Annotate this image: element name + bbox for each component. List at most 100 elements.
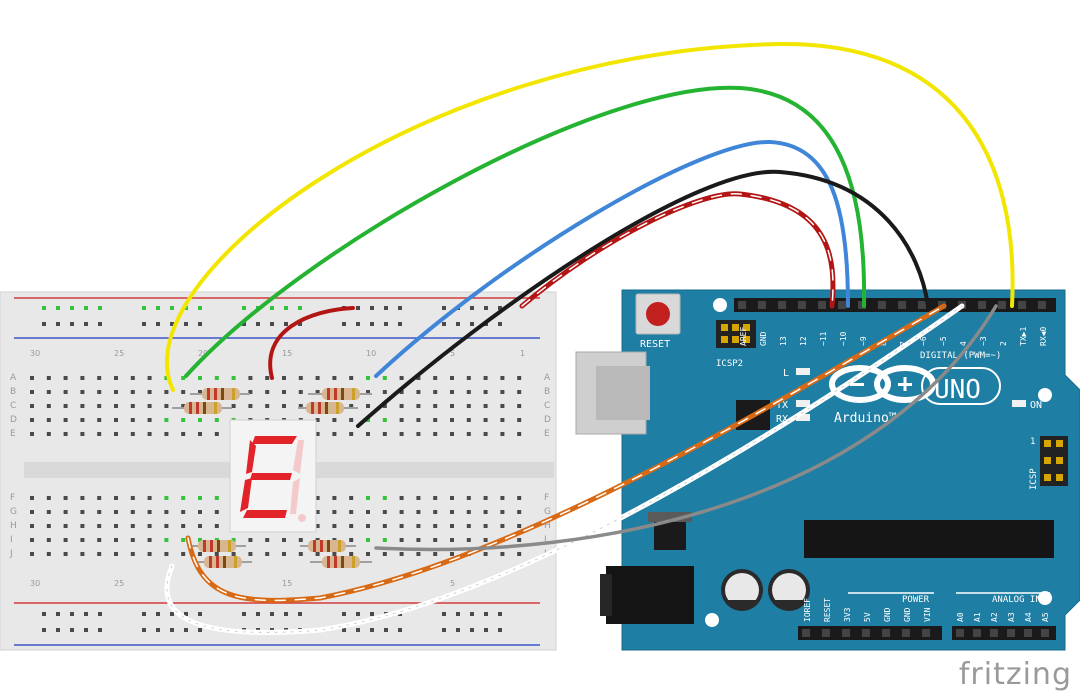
header-socket[interactable] <box>802 629 810 637</box>
breadboard-hole <box>399 418 404 422</box>
wire-red-external-stripe <box>521 193 834 307</box>
header-socket[interactable] <box>838 301 846 309</box>
breadboard-hole <box>500 432 505 436</box>
rail-hole <box>356 322 360 326</box>
breadboard-hole <box>483 376 488 380</box>
header-socket[interactable] <box>978 301 986 309</box>
header-socket[interactable] <box>858 301 866 309</box>
rail-hole <box>470 306 474 310</box>
breadboard-hole <box>399 390 404 394</box>
pin-label: GND <box>759 331 768 346</box>
header-socket[interactable] <box>990 629 998 637</box>
resistors <box>172 388 372 568</box>
breadboard-hole <box>433 376 438 380</box>
breadboard-hole <box>466 524 471 528</box>
header-socket[interactable] <box>818 301 826 309</box>
header-socket[interactable] <box>882 629 890 637</box>
mounting-hole <box>1038 591 1052 605</box>
row-letter: I <box>10 535 13 545</box>
rail-hole <box>484 612 488 616</box>
rail-hole <box>370 322 374 326</box>
icsp-label: ICSP <box>1029 468 1039 490</box>
breadboard-hole <box>433 496 438 500</box>
rail-hole <box>156 628 160 632</box>
rail-hole <box>84 306 88 310</box>
header-socket[interactable] <box>918 301 926 309</box>
breadboard-hole <box>30 418 34 422</box>
breadboard-hole <box>30 510 34 514</box>
rail-hole <box>384 306 388 310</box>
header-socket[interactable] <box>1038 301 1046 309</box>
header-socket[interactable] <box>822 629 830 637</box>
breadboard-hole <box>80 524 85 528</box>
breadboard-hole <box>450 524 454 528</box>
header-socket[interactable] <box>1041 629 1049 637</box>
header-socket[interactable] <box>862 629 870 637</box>
resistor-bottom-left-2 <box>198 556 252 568</box>
header-socket[interactable] <box>956 629 964 637</box>
header-socket[interactable] <box>902 629 910 637</box>
breadboard-hole <box>298 376 303 380</box>
header-socket[interactable] <box>738 301 746 309</box>
breadboard-hole <box>366 418 370 422</box>
breadboard-hole <box>433 552 438 556</box>
breadboard-hole <box>483 510 488 514</box>
breadboard-hole <box>315 510 320 514</box>
breadboard-hole <box>147 390 152 394</box>
breadboard-hole <box>248 376 253 380</box>
rail-hole <box>156 322 160 326</box>
header-socket[interactable] <box>1007 629 1015 637</box>
breadboard-hole <box>517 552 522 556</box>
breadboard-hole <box>164 432 169 436</box>
header-socket[interactable] <box>1024 629 1032 637</box>
rail-hole <box>342 628 346 632</box>
breadboard-hole <box>466 538 471 542</box>
rail-hole <box>298 612 302 616</box>
rail-hole <box>198 322 202 326</box>
rail-hole <box>384 322 388 326</box>
breadboard-hole <box>130 552 135 556</box>
breadboard-hole <box>298 390 303 394</box>
breadboard-hole <box>366 376 370 380</box>
segment-a <box>252 436 297 444</box>
breadboard-hole <box>130 510 135 514</box>
breadboard-hole <box>80 496 85 500</box>
breadboard-hole <box>30 538 34 542</box>
header-socket[interactable] <box>842 629 850 637</box>
row-letter: I <box>544 535 547 545</box>
breadboard-hole <box>298 552 303 556</box>
breadboard-hole <box>433 510 438 514</box>
pin-label: A4 <box>1024 612 1033 622</box>
breadboard-hole <box>399 510 404 514</box>
header-socket[interactable] <box>878 301 886 309</box>
header-socket[interactable] <box>1018 301 1026 309</box>
breadboard-hole <box>63 510 68 514</box>
header-socket[interactable] <box>998 301 1006 309</box>
rail-hole <box>470 612 474 616</box>
segment-g <box>250 473 292 480</box>
mounting-hole <box>705 613 719 627</box>
breadboard-hole <box>382 418 387 422</box>
breadboard-hole <box>416 538 421 542</box>
header-socket[interactable] <box>778 301 786 309</box>
wire-green <box>184 85 867 378</box>
rail-hole <box>142 322 146 326</box>
breadboard-hole <box>349 510 354 514</box>
icsp-header <box>1040 436 1068 486</box>
header-socket[interactable] <box>898 301 906 309</box>
breadboard-hole <box>483 390 488 394</box>
header-socket[interactable] <box>798 301 806 309</box>
header-socket[interactable] <box>973 629 981 637</box>
rail-hole <box>142 628 146 632</box>
reset-label: RESET <box>640 339 670 350</box>
breadboard-hole <box>399 376 404 380</box>
reset-button[interactable] <box>635 293 681 335</box>
header-socket[interactable] <box>922 629 930 637</box>
breadboard-hole <box>214 376 219 380</box>
breadboard-hole <box>114 376 118 380</box>
breadboard-hole <box>114 524 118 528</box>
breadboard-hole <box>298 538 303 542</box>
breadboard-hole <box>366 524 370 528</box>
rail-hole <box>42 306 46 310</box>
header-socket[interactable] <box>758 301 766 309</box>
